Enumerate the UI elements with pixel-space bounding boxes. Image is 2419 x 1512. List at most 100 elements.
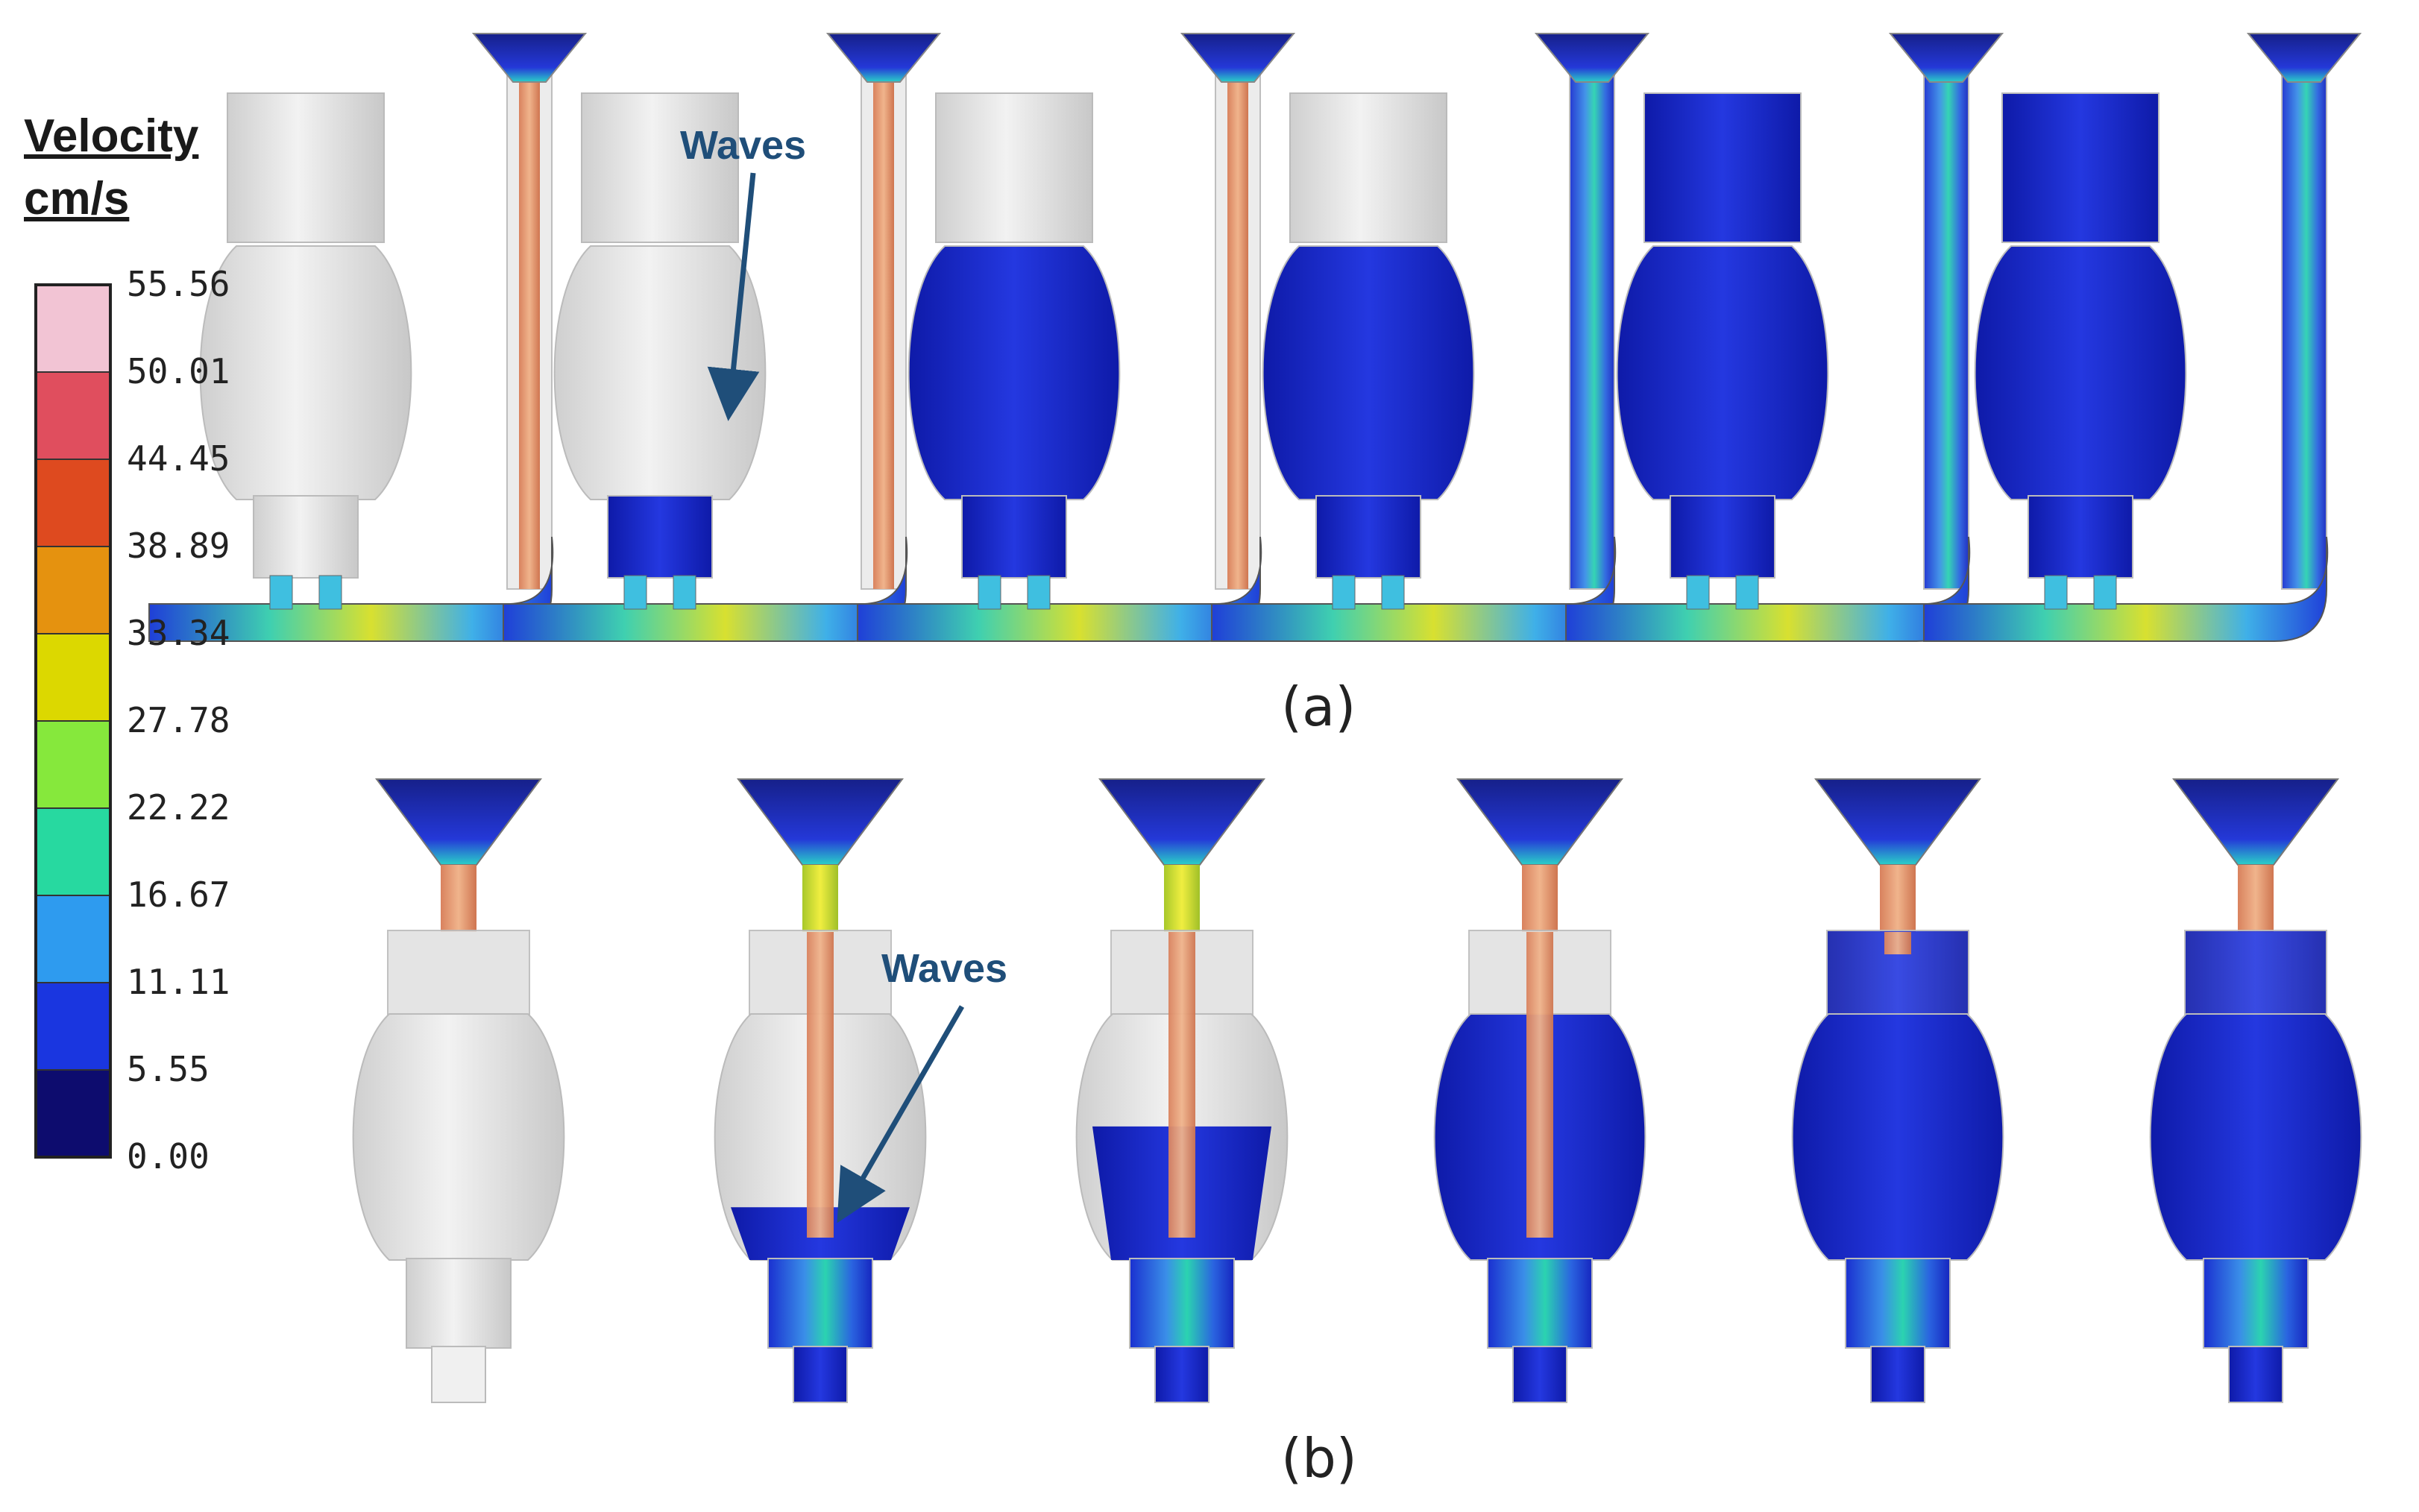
- colorbar-tick-label: 55.56: [127, 264, 230, 304]
- melt-stream: [519, 75, 540, 589]
- pouring-funnel: [375, 778, 542, 866]
- pouring-funnel: [737, 778, 904, 866]
- casting-bulb: [199, 245, 412, 500]
- pouring-cup: [2246, 33, 2362, 83]
- bottom-stub: [1154, 1346, 1210, 1403]
- colorbar-band-4: [35, 633, 111, 722]
- sprue: [802, 865, 838, 932]
- ingate-left: [269, 575, 293, 610]
- colorbar-tick-label: 27.78: [127, 700, 230, 740]
- ingate-left: [1332, 575, 1356, 610]
- ingate-left: [978, 575, 1001, 610]
- casting-bulb: [352, 1013, 565, 1261]
- lower-neck: [1487, 1258, 1593, 1349]
- casting-bulb: [1616, 245, 1829, 500]
- bottom-stub: [793, 1346, 848, 1403]
- ingate-right: [1027, 575, 1051, 610]
- melt-stream: [1168, 932, 1195, 1238]
- lower-neck: [406, 1258, 512, 1349]
- lower-neck: [2028, 495, 2133, 579]
- lower-neck: [607, 495, 713, 579]
- lower-neck: [253, 495, 359, 579]
- colorbar-band-3: [35, 546, 111, 634]
- bottom-stub: [431, 1346, 486, 1403]
- runner: [1923, 536, 2329, 642]
- casting-bulb: [1262, 245, 1475, 500]
- colorbar-band-5: [35, 720, 111, 809]
- lower-neck: [1845, 1258, 1951, 1349]
- pouring-funnel: [1456, 778, 1623, 866]
- panel-b-6: [2149, 778, 2362, 1403]
- colorbar-tick-label: 50.01: [127, 351, 230, 391]
- melt-stream: [873, 75, 894, 589]
- colorbar-tick-label: 16.67: [127, 875, 230, 915]
- top-riser: [1289, 92, 1447, 243]
- colorbar-tick-label: 5.55: [127, 1049, 210, 1089]
- colorbar-tick-label: 33.34: [127, 613, 230, 653]
- ingate-right: [1381, 575, 1405, 610]
- pouring-cup: [471, 33, 588, 83]
- sprue-column: [1569, 66, 1615, 590]
- pouring-funnel: [2172, 778, 2339, 866]
- melt-stream: [1227, 75, 1248, 589]
- lower-neck: [961, 495, 1067, 579]
- sprue: [441, 865, 476, 932]
- top-riser: [581, 92, 739, 243]
- colorbar-band-1: [35, 371, 111, 460]
- pouring-cup: [1888, 33, 2004, 83]
- legend-title-velocity: Velocity: [24, 110, 199, 162]
- lower-neck: [1315, 495, 1421, 579]
- casting-bulb: [2149, 1013, 2362, 1261]
- melt-stream: [807, 932, 834, 1238]
- ingate-left: [1686, 575, 1710, 610]
- bottom-stub: [1870, 1346, 1925, 1403]
- caption-b: (b): [1281, 1427, 1357, 1490]
- colorbar-tick-label: 22.22: [127, 787, 230, 828]
- bottom-stub: [2228, 1346, 2283, 1403]
- casting-bulb: [553, 245, 767, 500]
- caption-a: (a): [1281, 675, 1356, 738]
- pouring-cup: [825, 33, 942, 83]
- row-b-simulation-panels: [352, 778, 2362, 1403]
- sprue: [2238, 865, 2274, 932]
- pouring-funnel: [1814, 778, 1981, 866]
- panel-a-2: [503, 33, 942, 642]
- ingate-left: [2044, 575, 2068, 610]
- panel-b-5: [1791, 778, 2004, 1403]
- ingate-right: [1735, 575, 1759, 610]
- top-riser: [2001, 92, 2160, 243]
- ingate-left: [623, 575, 647, 610]
- colorbar-band-2: [35, 459, 111, 547]
- colorbar-band-8: [35, 982, 111, 1071]
- pouring-cup: [1180, 33, 1296, 83]
- casting-bulb: [1974, 245, 2187, 500]
- panel-a-5: [1565, 33, 2004, 642]
- ingate-right: [2093, 575, 2117, 610]
- colorbar-tick-label: 11.11: [127, 962, 230, 1002]
- lower-neck: [2203, 1258, 2309, 1349]
- top-riser: [227, 92, 385, 243]
- colorbar-band-7: [35, 895, 111, 983]
- waves-arrow-a: [707, 172, 760, 421]
- panel-b-3: [1075, 778, 1289, 1403]
- sprue: [1880, 865, 1916, 932]
- top-cylinder: [387, 930, 530, 1017]
- colorbar-tick-label: 38.89: [127, 526, 230, 566]
- panel-b-4: [1433, 778, 1646, 1403]
- pouring-cup: [1534, 33, 1650, 83]
- panel-b-2: [714, 778, 927, 1403]
- melt-stream: [1884, 932, 1911, 954]
- waves-label-a: Waves: [680, 123, 807, 168]
- top-cylinder: [2184, 930, 2327, 1017]
- panel-a-4: [1211, 33, 1650, 642]
- lower-neck: [1670, 495, 1775, 579]
- sprue: [1522, 865, 1558, 932]
- lower-neck: [1129, 1258, 1235, 1349]
- panel-a-6: [1923, 33, 2362, 642]
- sprue: [1164, 865, 1200, 932]
- casting-bulb: [1791, 1013, 2004, 1261]
- top-riser: [935, 92, 1093, 243]
- colorbar-frame: [34, 283, 112, 1159]
- colorbar-band-0: [35, 284, 111, 373]
